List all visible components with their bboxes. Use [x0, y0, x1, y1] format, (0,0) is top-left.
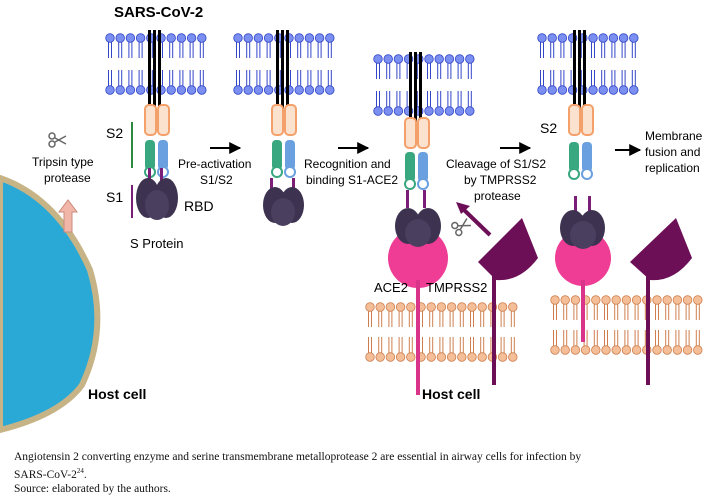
label-host-cell-center: Host cell [422, 386, 480, 402]
label-step4-line2: fusion and [645, 145, 700, 159]
spike-protein-stage3 [395, 52, 441, 247]
host-cell-left [0, 174, 101, 434]
caption-virus-name: SARS-CoV-2 [14, 468, 77, 481]
label-step4-line3: replication [645, 161, 700, 175]
viral-membrane-2 [233, 33, 335, 95]
viral-membranes [105, 33, 639, 116]
viral-membrane-1 [105, 33, 207, 95]
viral-membrane-4 [537, 33, 639, 95]
protease-entry-arrow [58, 199, 78, 233]
label-protease-line2: protease [44, 171, 91, 185]
caption-source: Source: elaborated by the authors. [14, 482, 171, 495]
sars-cov-2-entry-diagram: SARS-CoV-2 S2 S1 Tripsin type protease R… [0, 4, 703, 434]
label-protease-line1: Tripsin type [32, 155, 94, 169]
label-step1-line1: Pre-activation [178, 157, 251, 171]
cleavage-arrow [456, 202, 492, 237]
tmprss2-protease [478, 218, 538, 385]
label-s2-left: S2 [106, 125, 123, 141]
label-host-cell-left: Host cell [88, 386, 146, 402]
scissors-icon [451, 218, 471, 237]
label-tmprss2: TMPRSS2 [426, 280, 487, 295]
label-step3-line1: Cleavage of S1/S2 [446, 157, 546, 171]
label-ace2: ACE2 [374, 280, 408, 295]
diagram-title: SARS-CoV-2 [114, 4, 203, 21]
tmprss2-protease-stage4 [630, 218, 692, 385]
figure-caption: Angiotensin 2 converting enzyme and seri… [14, 450, 714, 496]
caption-reference: 24 [76, 467, 84, 475]
viral-membrane-3 [373, 54, 475, 116]
label-step4-line1: Membrane [645, 129, 703, 143]
label-s-protein: S Protein [130, 236, 183, 251]
scissors-icon [48, 132, 67, 148]
caption-line2: SARS-CoV-224. [14, 464, 714, 482]
host-membrane-2 [550, 295, 703, 355]
ace2-receptor [388, 228, 448, 395]
spike-protein-stage4 [560, 30, 605, 249]
step-arrows [210, 142, 642, 156]
caption-period: . [83, 468, 87, 481]
label-step3-line3: protease [474, 189, 521, 203]
label-s1-left: S1 [106, 189, 123, 205]
label-s2-right: S2 [540, 120, 557, 136]
spike-protein-stage2 [263, 30, 304, 226]
spike-protein-stage1 [136, 30, 178, 220]
label-step3-line2: by TMPRSS2 [464, 173, 537, 187]
label-step2-line2: binding S1-ACE2 [306, 173, 398, 187]
caption-line1: Angiotensin 2 converting enzyme and seri… [14, 451, 582, 463]
label-step1-line2: S1/S2 [200, 173, 233, 187]
label-step2-line1: Recognition and [304, 157, 391, 171]
label-rbd: RBD [184, 198, 214, 214]
host-membrane-1 [365, 302, 518, 362]
